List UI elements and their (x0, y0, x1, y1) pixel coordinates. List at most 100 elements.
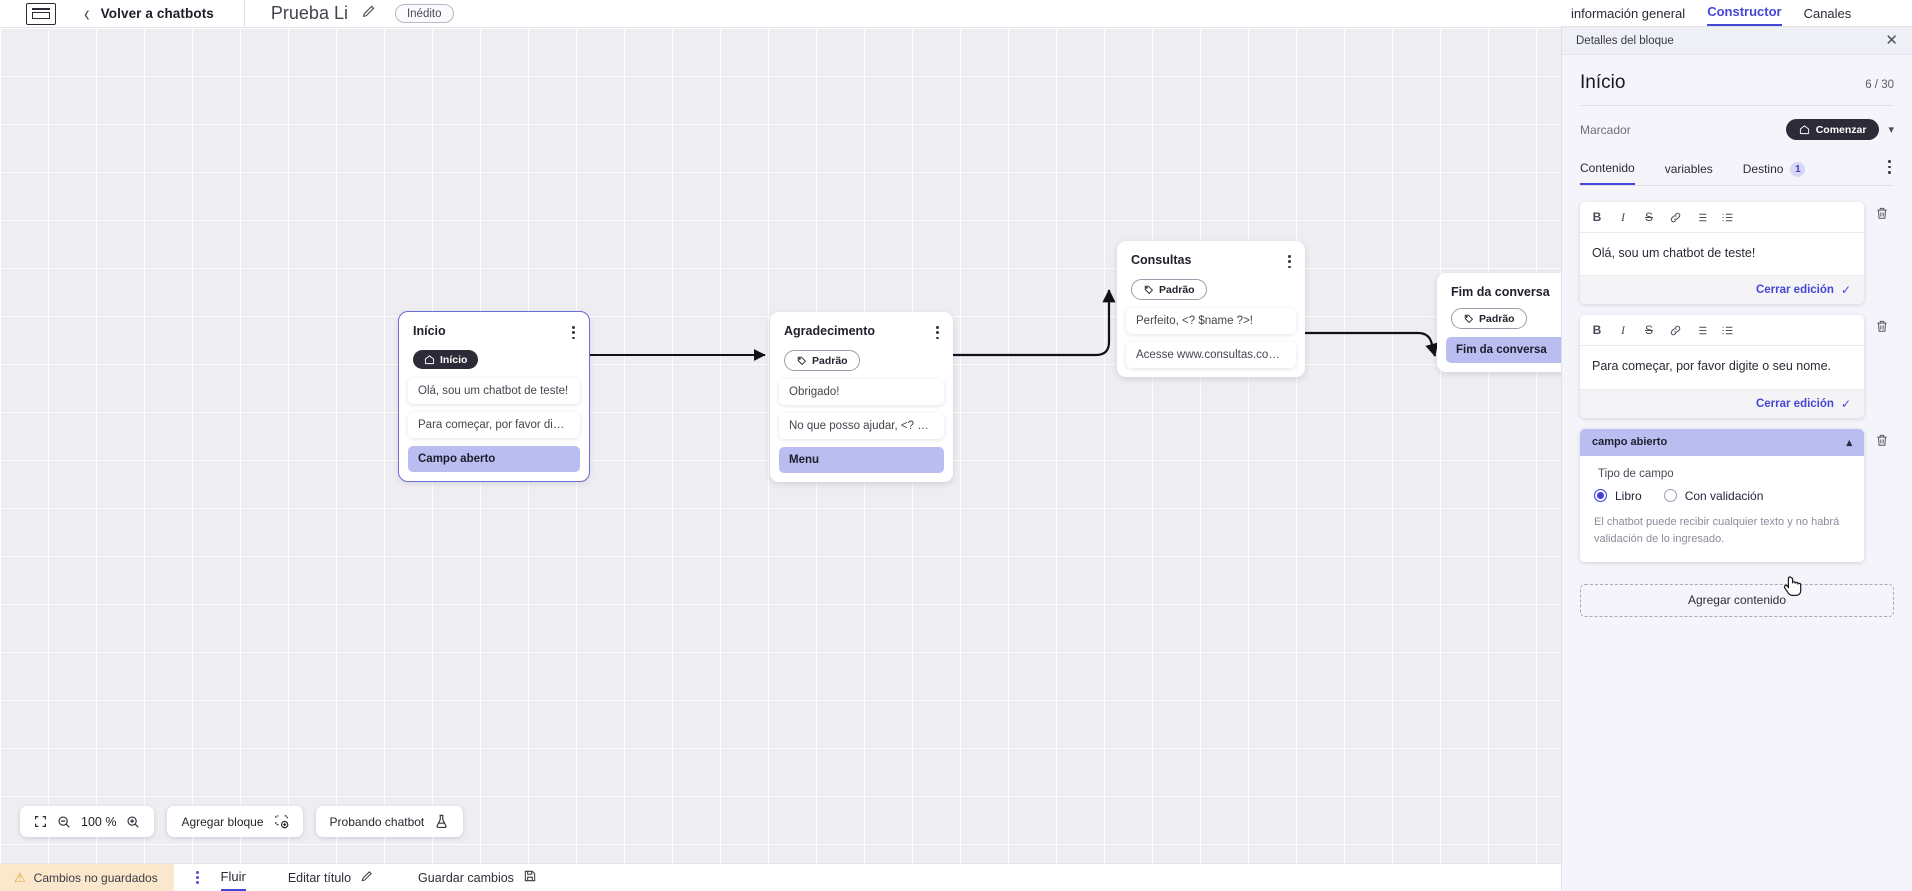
fit-screen-icon[interactable] (34, 815, 47, 828)
tab-contenido-label: Contenido (1580, 161, 1635, 175)
open-field-title: campo abierto (1592, 436, 1668, 448)
rich-text-content[interactable]: Olá, sou um chatbot de teste! (1592, 246, 1756, 260)
radio-libro[interactable]: Libro (1594, 489, 1642, 503)
unsaved-changes-badge: ⚠ Cambios no guardados (0, 863, 174, 891)
open-field-card[interactable]: campo abierto ▴ Tipo de campo Libro (1580, 428, 1864, 562)
toolbar-divider (243, 0, 245, 28)
tab-variables-label: variables (1664, 162, 1713, 176)
trash-icon[interactable] (1870, 206, 1894, 223)
marker-label: Marcador (1580, 122, 1631, 137)
node-row[interactable]: Para começar, por favor digite o ... (408, 412, 580, 439)
app-logo-icon (26, 2, 56, 25)
block-char-count: 6 / 30 (1865, 79, 1894, 91)
add-content-button[interactable]: Agregar contenido (1580, 583, 1894, 617)
block-title-row: Início 6 / 30 (1580, 55, 1894, 106)
panel-body: Início 6 / 30 Marcador Comenzar ▾ Conten… (1562, 55, 1912, 617)
chevron-up-icon[interactable]: ▴ (1846, 436, 1852, 449)
panel-overflow-menu-icon[interactable] (1885, 158, 1894, 181)
destino-count-badge: 1 (1790, 161, 1806, 177)
numbered-list-icon[interactable] (1714, 207, 1740, 227)
zoom-in-icon[interactable] (126, 815, 140, 829)
bullet-list-icon[interactable] (1688, 207, 1714, 227)
node-row[interactable]: Acesse www.consultas.com par... (1126, 342, 1296, 369)
node-row[interactable]: Obrigado! (779, 379, 944, 406)
zoom-out-icon[interactable] (57, 815, 71, 829)
italic-icon[interactable]: I (1621, 322, 1625, 337)
save-changes-label: Guardar cambios (418, 870, 514, 885)
rich-text-card[interactable]: B I S (1580, 202, 1864, 305)
tab-informacion-general[interactable]: información general (1571, 6, 1686, 21)
flow-canvas[interactable]: Início Início Olá, sou um chatbot de tes… (0, 28, 1561, 863)
flow-node-fim-da-conversa[interactable]: Fim da conversa Padrão Fim da conversa (1437, 273, 1561, 372)
tab-contenido[interactable]: Contenido (1580, 155, 1635, 185)
edit-title-label: Editar título (287, 870, 352, 885)
close-edit-link[interactable]: Cerrar edición (1755, 284, 1834, 297)
tab-destino[interactable]: Destino 1 (1743, 156, 1806, 185)
node-row[interactable]: Perfeito, <? $name ?>! (1126, 308, 1296, 335)
content-card-wrapper: B I S (1580, 202, 1894, 305)
bold-icon[interactable]: B (1592, 210, 1602, 224)
check-icon[interactable]: ✓ (1840, 283, 1851, 298)
edit-title-pencil-icon[interactable] (361, 3, 377, 24)
zoom-level: 100 % (81, 814, 117, 829)
zoom-control-group: 100 % (20, 806, 155, 837)
node-tag-label: Padrão (812, 354, 848, 367)
rich-text-content[interactable]: Para começar, por favor digite o seu nom… (1592, 359, 1832, 374)
node-row[interactable]: Olá, sou um chatbot de teste! (408, 378, 580, 405)
node-menu-icon[interactable] (1285, 253, 1294, 270)
node-title: Fim da conversa (1451, 285, 1550, 299)
node-tag-start: Início (413, 350, 479, 370)
edit-title-button[interactable]: Editar título (288, 869, 374, 886)
check-icon[interactable]: ✓ (1840, 396, 1851, 411)
flow-node-consultas[interactable]: Consultas Padrão Perfeito, <? $name ?>! … (1117, 241, 1305, 378)
rich-text-card[interactable]: B I S (1580, 315, 1864, 418)
tab-destino-label: Destino (1742, 162, 1784, 176)
node-tag-pattern: Padrão (1451, 308, 1527, 329)
bottom-menu-icon[interactable] (195, 870, 199, 885)
marker-row: Marcador Comenzar ▾ (1580, 106, 1894, 149)
close-edit-link[interactable]: Cerrar edición (1755, 397, 1834, 410)
panel-header: Detalles del bloque ✕ (1562, 27, 1912, 55)
node-row[interactable]: Campo aberto (408, 446, 580, 473)
node-row[interactable]: No que posso ajudar, <? $name ... (779, 413, 944, 440)
node-tag-label: Padrão (1479, 312, 1515, 325)
node-title: Consultas (1131, 253, 1192, 267)
radio-con-validacion[interactable]: Con validación (1663, 489, 1763, 503)
back-to-chatbots-link[interactable]: Volver a chatbots (100, 6, 214, 21)
numbered-list-icon[interactable] (1714, 320, 1740, 340)
node-row[interactable]: Menu (779, 447, 944, 474)
trash-icon[interactable] (1870, 319, 1894, 336)
back-chevron-icon[interactable]: ‹ (84, 0, 90, 27)
tab-canales[interactable]: Canales (1803, 6, 1852, 21)
tab-fluir[interactable]: Fluir (220, 865, 246, 891)
node-row[interactable]: Fim da conversa (1446, 337, 1561, 363)
tab-variables[interactable]: variables (1665, 156, 1713, 184)
bullet-list-icon[interactable] (1688, 320, 1714, 340)
open-field-header[interactable]: campo abierto ▴ (1580, 428, 1864, 456)
add-block-button[interactable]: Agregar bloque (167, 806, 303, 837)
chevron-down-icon[interactable]: ▾ (1888, 124, 1894, 136)
node-tag-pattern: Padrão (784, 350, 860, 372)
link-icon[interactable] (1662, 207, 1688, 227)
close-icon[interactable]: ✕ (1885, 32, 1898, 49)
tab-constructor[interactable]: Constructor (1707, 4, 1782, 26)
flow-node-agradecimento[interactable]: Agradecimento Padrão Obrigado! No que po… (770, 312, 953, 483)
italic-icon[interactable]: I (1621, 209, 1625, 224)
strikethrough-icon[interactable]: S (1644, 323, 1653, 338)
strikethrough-icon[interactable]: S (1644, 210, 1653, 224)
link-icon[interactable] (1662, 320, 1688, 340)
node-header: Agradecimento (770, 312, 953, 341)
trash-icon[interactable] (1870, 433, 1894, 450)
radio-dot (1663, 489, 1677, 502)
node-menu-icon[interactable] (933, 324, 942, 341)
node-header: Início (399, 312, 589, 341)
save-changes-button[interactable]: Guardar cambios (418, 869, 537, 886)
radio-dot (1594, 489, 1607, 502)
node-menu-icon[interactable] (569, 324, 578, 341)
bold-icon[interactable]: B (1592, 323, 1602, 338)
canvas-controls: 100 % Agregar bloque Probando chatbot (20, 806, 464, 837)
node-tag-label: Início (440, 353, 468, 366)
test-chatbot-button[interactable]: Probando chatbot (315, 806, 464, 837)
marker-value-pill[interactable]: Comenzar (1785, 119, 1880, 140)
flow-node-inicio[interactable]: Início Início Olá, sou um chatbot de tes… (398, 310, 590, 483)
